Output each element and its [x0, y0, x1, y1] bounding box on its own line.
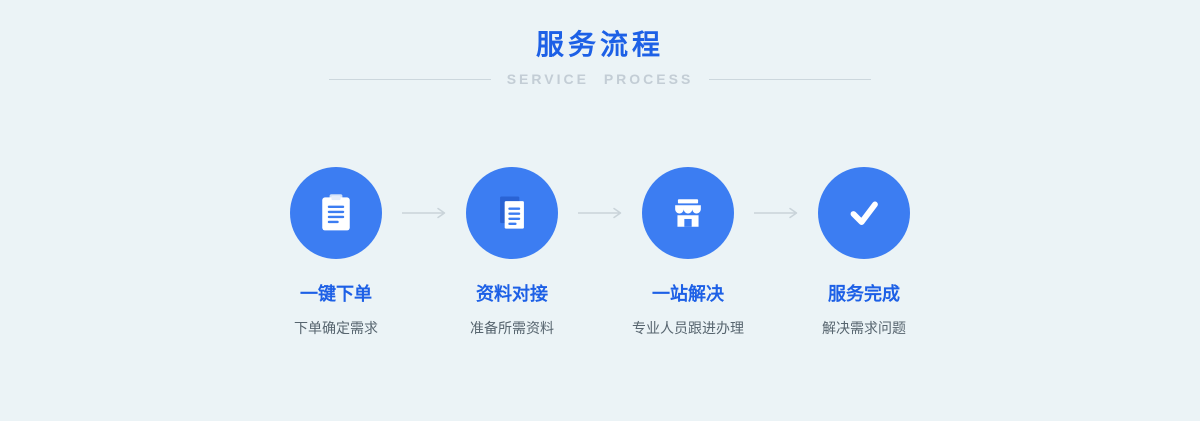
process-step-4: 服务完成 解决需求问题 [804, 167, 924, 338]
step-1-circle [290, 167, 382, 259]
process-step-2: 资料对接 准备所需资料 [452, 167, 572, 338]
process-steps: 一键下单 下单确定需求 资料对接 准备所需资料 [0, 167, 1200, 338]
clipboard-icon [322, 194, 350, 231]
step-2-title: 资料对接 [476, 284, 548, 304]
section-subtitle: SERVICE PROCESS [506, 71, 694, 87]
process-step-1: 一键下单 下单确定需求 [276, 167, 396, 338]
arrow-right-icon [402, 207, 446, 219]
documents-icon [500, 196, 524, 229]
step-4-title: 服务完成 [828, 284, 900, 304]
step-4-circle [818, 167, 910, 259]
section-title: 服务流程 [535, 29, 664, 60]
arrow-1 [396, 207, 452, 219]
step-3-title: 一站解决 [652, 284, 724, 304]
step-2-desc: 准备所需资料 [470, 320, 554, 336]
step-4-desc: 解决需求问题 [822, 320, 906, 336]
subtitle-divider-left [328, 78, 491, 80]
checkmark-icon [850, 201, 878, 225]
storefront-icon [675, 199, 701, 227]
arrow-2 [572, 207, 628, 219]
section-subtitle-row: SERVICE PROCESS [0, 71, 1200, 87]
section-header: 服务流程 SERVICE PROCESS [0, 0, 1200, 87]
step-2-circle [466, 167, 558, 259]
process-step-3: 一站解决 专业人员跟进办理 [628, 167, 748, 338]
step-1-desc: 下单确定需求 [294, 320, 378, 336]
arrow-3 [748, 207, 804, 219]
step-1-title: 一键下单 [300, 284, 372, 304]
step-3-circle [642, 167, 734, 259]
step-3-desc: 专业人员跟进办理 [632, 320, 744, 336]
arrow-right-icon [578, 207, 622, 219]
subtitle-divider-right [709, 78, 872, 80]
arrow-right-icon [754, 207, 798, 219]
